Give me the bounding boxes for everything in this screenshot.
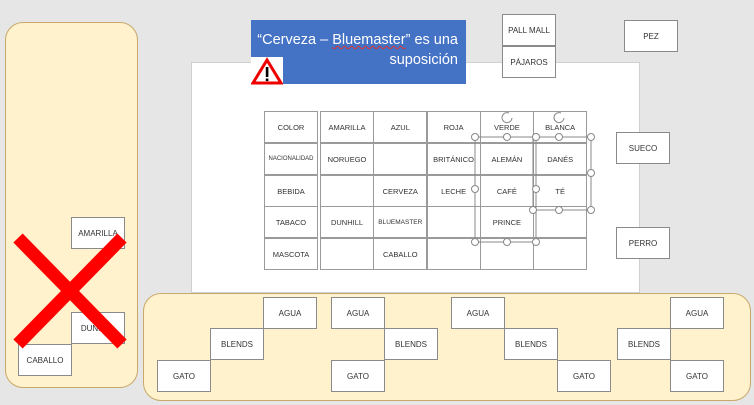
banner-text-1: “Cerveza –	[257, 32, 333, 48]
option-card-agua[interactable]: AGUA	[670, 297, 724, 329]
row-label: TABACO	[264, 206, 318, 238]
option-card-agua[interactable]: AGUA	[451, 297, 505, 329]
option-card-gato[interactable]: GATO	[557, 360, 611, 392]
grid-cell[interactable]: CABALLO	[373, 238, 428, 270]
option-card-agua[interactable]: AGUA	[331, 297, 385, 329]
card-perro[interactable]: PERRO	[616, 227, 670, 259]
red-cross-icon	[13, 233, 127, 349]
card-sueco[interactable]: SUECO	[616, 132, 670, 164]
card-pajaros[interactable]: PÁJAROS	[502, 46, 556, 78]
grid-cell[interactable]: AZUL	[373, 111, 428, 143]
option-card-gato[interactable]: GATO	[670, 360, 724, 392]
card-pez[interactable]: PEZ	[624, 20, 678, 52]
card-caballo[interactable]: CABALLO	[18, 344, 72, 376]
selection-handles	[471, 112, 595, 246]
grid-cell[interactable]: NORUEGO	[320, 143, 374, 175]
row-label: COLOR	[264, 111, 318, 143]
banner-text-3: ” es una suposición	[389, 32, 458, 68]
warning-icon	[250, 57, 284, 85]
grid-cell[interactable]	[373, 143, 428, 175]
grid-cell[interactable]: BLUEMASTER	[373, 206, 428, 238]
grid-cell[interactable]: DANÉS	[533, 143, 588, 175]
grid-cell[interactable]	[320, 238, 374, 270]
option-card-agua[interactable]: AGUA	[263, 297, 317, 329]
option-card-blends[interactable]: BLENDS	[384, 328, 438, 360]
option-card-blends[interactable]: BLENDS	[617, 328, 671, 360]
row-label: MASCOTA	[264, 238, 318, 270]
grid-cell[interactable]	[320, 175, 374, 207]
row-label: NACIONALIDAD	[264, 143, 318, 175]
grid-cell[interactable]: DUNHILL	[320, 206, 374, 238]
banner-text-2: Bluemaster	[332, 32, 406, 48]
option-card-blends[interactable]: BLENDS	[210, 328, 264, 360]
assumption-banner[interactable]: “Cerveza – Bluemaster” es una suposición	[251, 20, 466, 84]
grid-cell[interactable]: ROJA	[426, 111, 481, 143]
grid-cell[interactable]: AMARILLA	[320, 111, 374, 143]
grid-cell[interactable]: BRITÁNICO	[426, 143, 481, 175]
option-card-blends[interactable]: BLENDS	[504, 328, 558, 360]
option-card-gato[interactable]: GATO	[331, 360, 385, 392]
row-label: BEBIDA	[264, 175, 318, 207]
card-pall-mall[interactable]: PALL MALL	[502, 14, 556, 46]
grid-cell[interactable]: CERVEZA	[373, 175, 428, 207]
option-card-gato[interactable]: GATO	[157, 360, 211, 392]
grid-cell[interactable]: TÉ	[533, 175, 588, 207]
grid-cell[interactable]	[533, 238, 588, 270]
